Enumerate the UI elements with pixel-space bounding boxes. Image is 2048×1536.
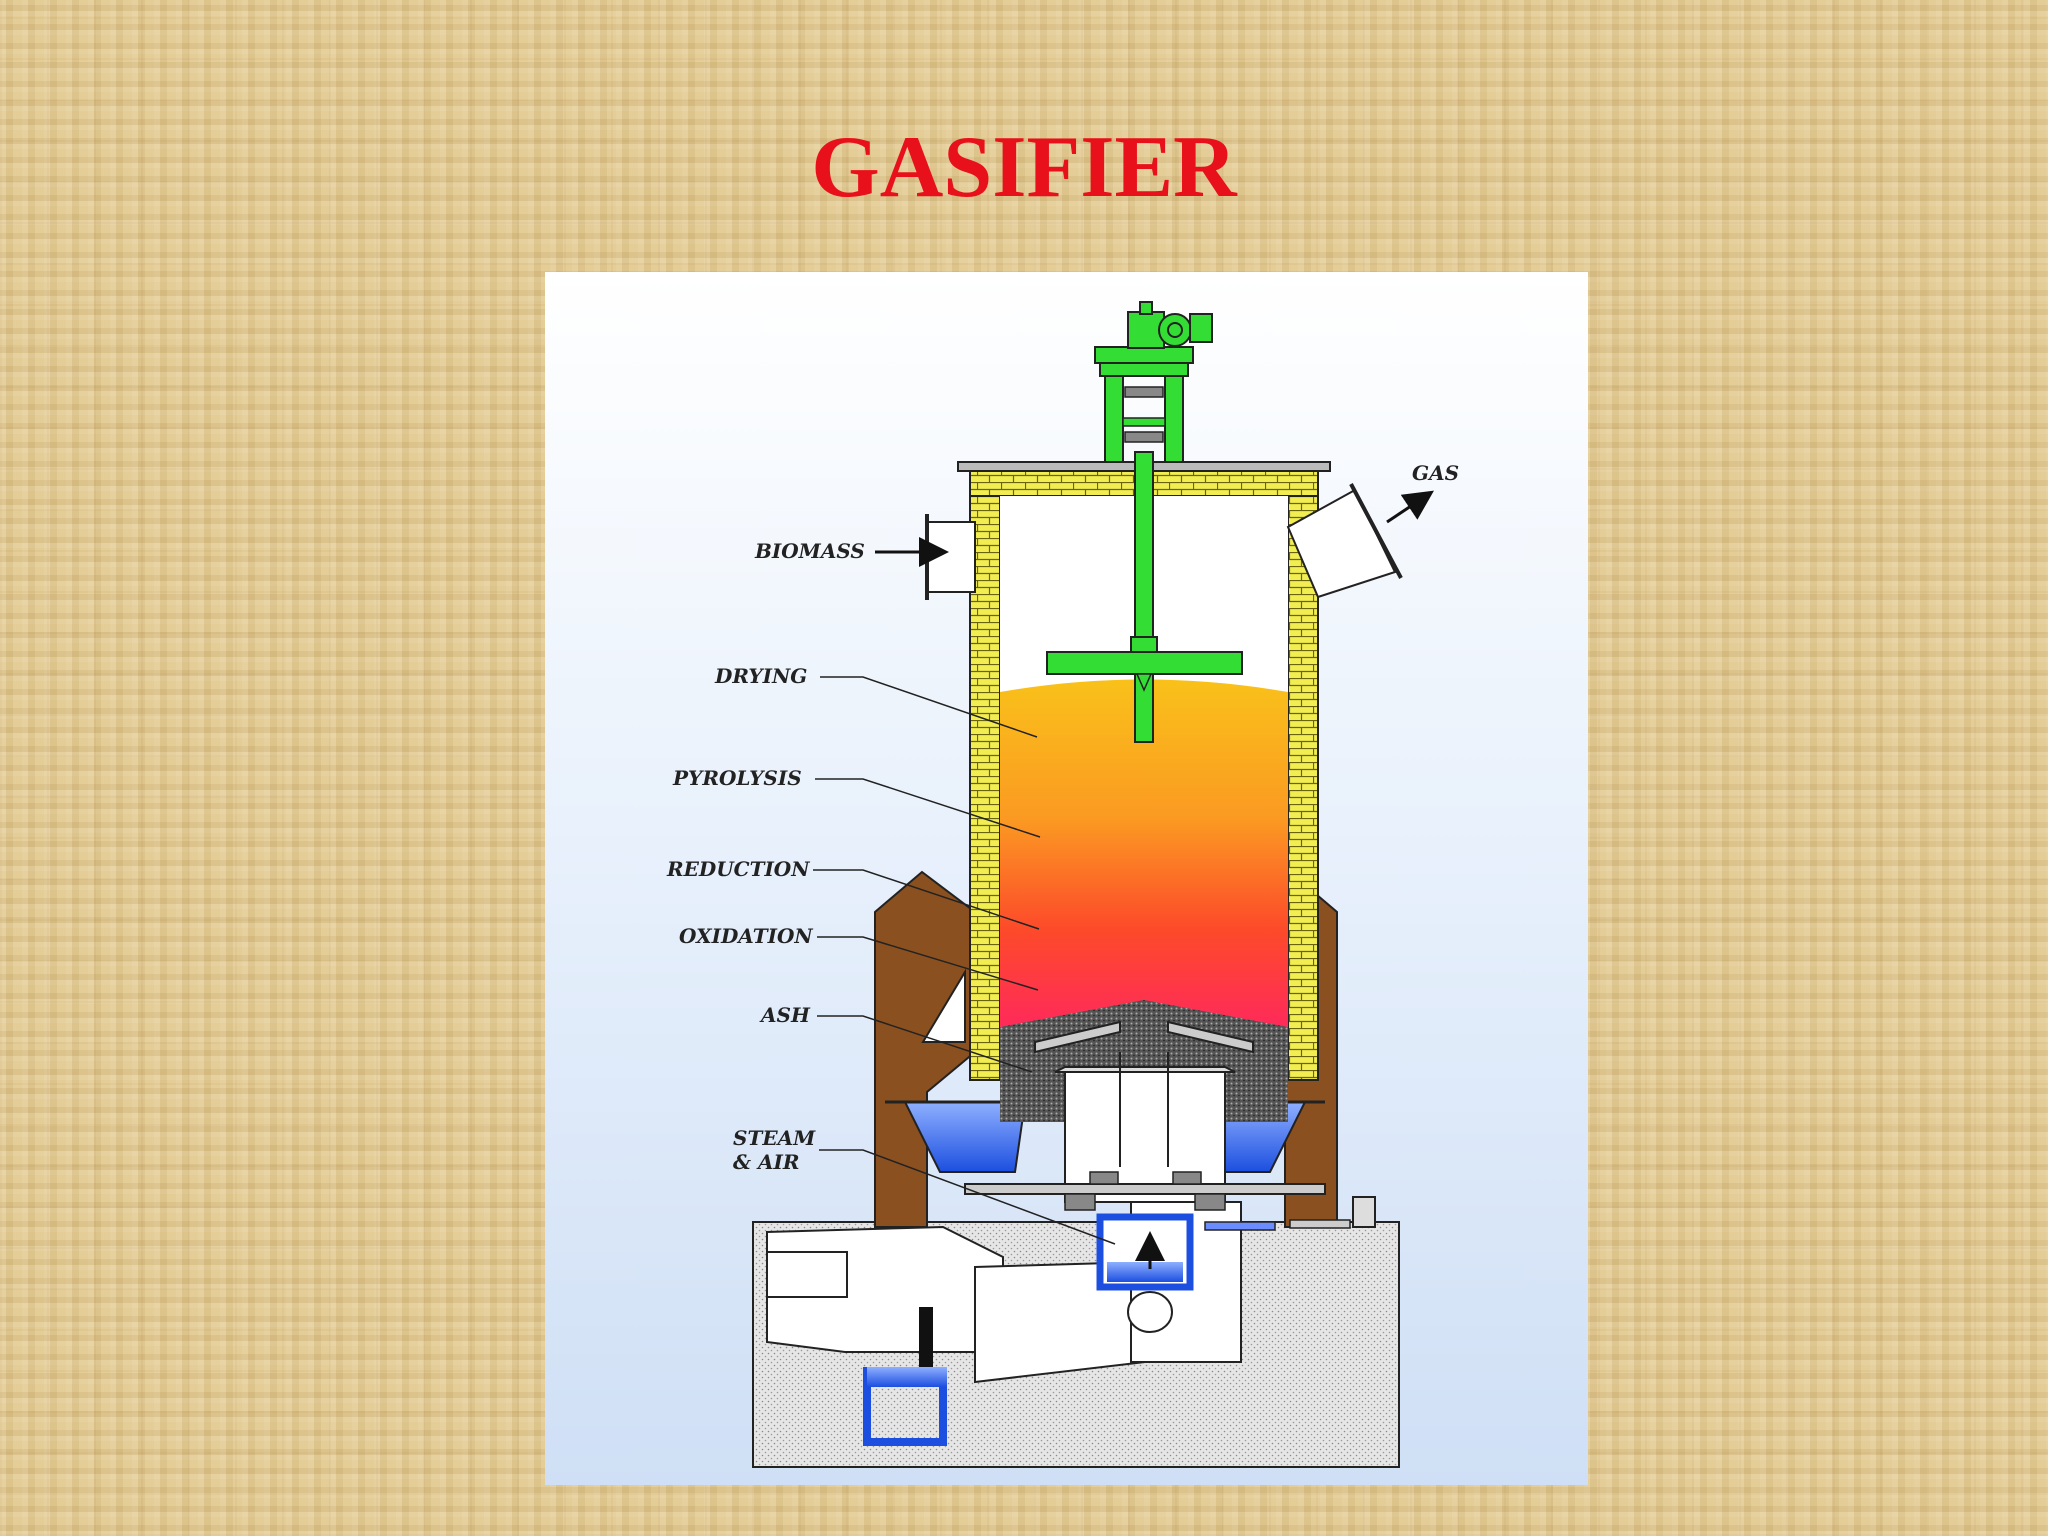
- label-reduction: REDUCTION: [666, 857, 1040, 930]
- bottom-plate: [964, 1171, 1376, 1231]
- label-ash: ASH: [759, 1003, 1033, 1073]
- svg-text:OXIDATION: OXIDATION: [679, 924, 813, 948]
- svg-text:DRYING: DRYING: [714, 664, 807, 688]
- label-steam-air: STEAM & AIR: [733, 1126, 1116, 1245]
- gas-outlet: [1286, 483, 1403, 599]
- label-biomass: BIOMASS: [754, 537, 949, 567]
- svg-text:BIOMASS: BIOMASS: [754, 539, 865, 563]
- svg-text:PYROLYSIS: PYROLYSIS: [672, 766, 802, 790]
- label-oxidation: OXIDATION: [679, 924, 1039, 991]
- stirrer-mechanism: [1046, 301, 1243, 743]
- label-drying: DRYING: [714, 664, 1038, 738]
- page-title: GASIFIER: [811, 119, 1237, 216]
- svg-text:STEAM: STEAM: [733, 1126, 816, 1150]
- svg-text:ASH: ASH: [759, 1003, 811, 1027]
- label-gas: GAS: [1386, 461, 1459, 524]
- biomass-inlet: [925, 514, 976, 600]
- svg-text:& AIR: & AIR: [733, 1150, 800, 1174]
- reaction-zones: [1000, 679, 1288, 1027]
- svg-text:GAS: GAS: [1412, 461, 1459, 485]
- ash-trap: [863, 1367, 947, 1446]
- svg-text:REDUCTION: REDUCTION: [666, 857, 810, 881]
- label-pyrolysis: PYROLYSIS: [672, 766, 1041, 838]
- air-inlet-duct: [1096, 1213, 1194, 1291]
- base-foundation: [752, 1201, 1400, 1468]
- gasifier-diagram: BIOMASS GAS DRYING PYROLYSIS REDUCTION O…: [545, 272, 1588, 1485]
